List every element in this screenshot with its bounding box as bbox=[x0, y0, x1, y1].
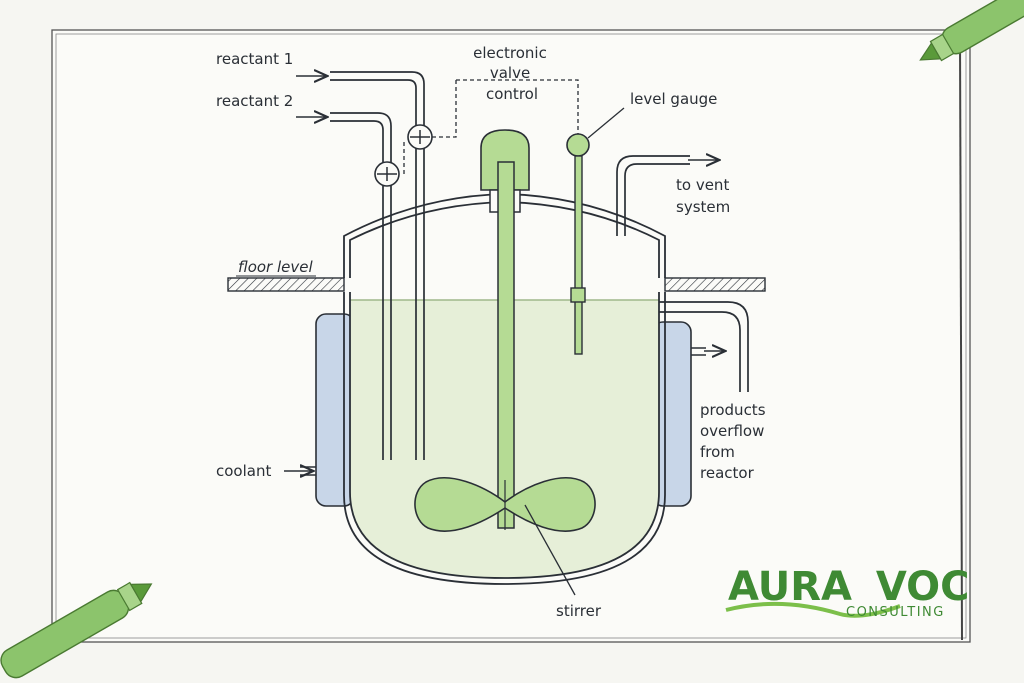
overflow-pipe bbox=[659, 301, 749, 392]
label-level-gauge: level gauge bbox=[630, 90, 717, 108]
cooling-jacket-left bbox=[315, 313, 355, 507]
level-gauge-leader bbox=[587, 107, 625, 139]
label-coolant: coolant bbox=[216, 462, 271, 480]
label-stirrer: stirrer bbox=[556, 602, 602, 620]
floor-slab-right bbox=[664, 277, 766, 292]
reactant-2-pipe bbox=[330, 112, 392, 460]
label-floor-level: floor level bbox=[238, 258, 313, 276]
vent-pipe bbox=[616, 155, 690, 236]
marker-top-right bbox=[919, 0, 1024, 62]
aura-voc-logo: AURA VOC CONSULTING bbox=[725, 564, 970, 620]
stirrer-leader bbox=[524, 504, 576, 596]
valve-control-wiring bbox=[403, 79, 579, 174]
stirrer bbox=[414, 129, 596, 532]
label-system: system bbox=[676, 198, 730, 216]
label-from: from bbox=[700, 443, 735, 461]
svg-text:AURA VOC: AURA VOC bbox=[728, 564, 970, 610]
label-products: products bbox=[700, 401, 766, 419]
logo-brand-aura: AURA bbox=[728, 564, 852, 610]
valve-reactant-2 bbox=[374, 161, 400, 187]
label-to-vent: to vent bbox=[676, 176, 729, 194]
label-reactant-1: reactant 1 bbox=[216, 50, 293, 68]
label-reactant-2: reactant 2 bbox=[216, 92, 293, 110]
floor-slab-left bbox=[227, 277, 345, 292]
label-electronic: electronic bbox=[473, 44, 547, 62]
logo-sub: CONSULTING bbox=[846, 605, 945, 620]
reactant-1-pipe bbox=[330, 71, 425, 460]
label-reactor: reactor bbox=[700, 464, 755, 482]
logo-swoosh bbox=[725, 601, 901, 618]
valve-reactant-1 bbox=[407, 124, 433, 150]
logo-brand-voc: VOC bbox=[876, 564, 970, 610]
coolant-outlet bbox=[691, 347, 706, 356]
label-control: control bbox=[486, 85, 538, 103]
label-valve: valve bbox=[490, 64, 530, 82]
level-gauge bbox=[566, 133, 590, 355]
label-overflow: overflow bbox=[700, 422, 764, 440]
marker-bottom-left bbox=[0, 581, 153, 679]
